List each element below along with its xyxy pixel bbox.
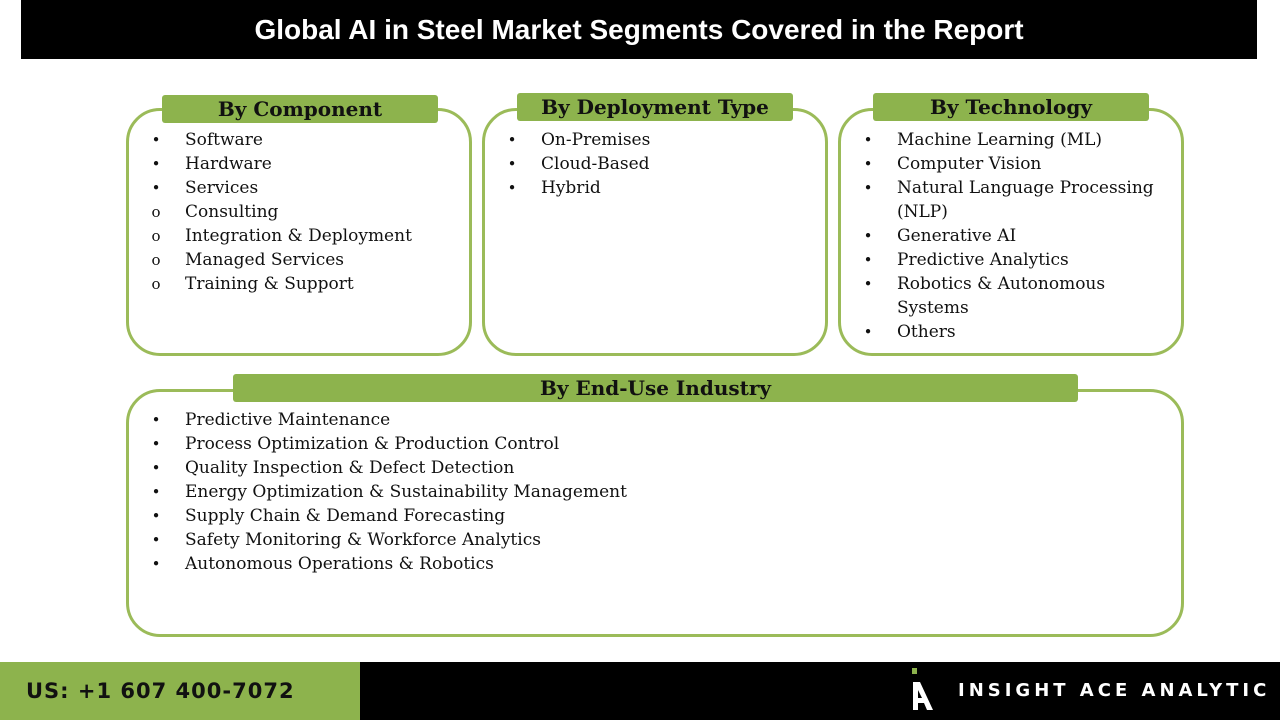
enduse-box — [126, 389, 1184, 637]
list-item-text: Autonomous Operations & Robotics — [185, 554, 494, 574]
component-heading: By Component — [162, 95, 438, 123]
list-item: • Hybrid — [505, 176, 815, 200]
list-item: • Quality Inspection & Defect Detection — [149, 456, 1049, 480]
technology-box — [838, 108, 1184, 356]
list-item-text: Safety Monitoring & Workforce Analytics — [185, 530, 541, 550]
insightace-logo-icon — [912, 668, 933, 710]
list-item-text: Hardware — [185, 154, 272, 174]
list-item: • Generative AI — [861, 224, 1161, 248]
list-item: • Software — [149, 128, 459, 152]
bullet-marker: • — [507, 155, 517, 173]
list-item-text: Predictive Analytics — [897, 250, 1069, 270]
footer-phone: US: +1 607 400-7072 — [0, 662, 360, 720]
list-item-text: Software — [185, 130, 263, 150]
list-item-text: Natural Language Processing (NLP) — [897, 178, 1154, 222]
list-item-text: Process Optimization & Production Contro… — [185, 434, 560, 454]
list-item: • Robotics & Autonomous Systems — [861, 272, 1161, 320]
list-item: • Cloud-Based — [505, 152, 815, 176]
bullet-marker: • — [151, 435, 161, 453]
list-item: • Autonomous Operations & Robotics — [149, 552, 1049, 576]
bullet-marker: o — [151, 275, 161, 293]
list-item-text: Robotics & Autonomous Systems — [897, 274, 1106, 318]
bullet-marker: • — [863, 323, 873, 341]
bullet-marker: • — [151, 179, 161, 197]
enduse-list: • Predictive Maintenance • Process Optimiza… — [149, 408, 1049, 576]
list-item-text: Training & Support — [185, 274, 354, 294]
list-item: • Predictive Maintenance — [149, 408, 1049, 432]
deployment-list: • On-Premises • Cloud-Based • Hybrid — [505, 128, 815, 200]
list-item-text: Computer Vision — [897, 154, 1042, 174]
list-item: • Energy Optimization & Sustainability Ma… — [149, 480, 1049, 504]
page-title: Global AI in Steel Market Segments Cover… — [21, 0, 1257, 59]
bullet-marker: o — [151, 203, 161, 221]
bullet-marker: o — [151, 251, 161, 269]
list-item-text: Managed Services — [185, 250, 345, 270]
list-item-text: Quality Inspection & Defect Detection — [185, 458, 515, 478]
list-item-text: Machine Learning (ML) — [897, 130, 1103, 150]
list-item-text: On-Premises — [541, 130, 651, 150]
list-item: o Managed Services — [149, 248, 459, 272]
list-item: o Training & Support — [149, 272, 459, 296]
brand-name: INSIGHT ACE ANALYTIC — [958, 680, 1271, 701]
list-item-text: Consulting — [185, 202, 279, 222]
list-item: o Integration & Deployment — [149, 224, 459, 248]
bullet-marker: • — [507, 179, 517, 197]
list-item: • Natural Language Processing (NLP) — [861, 176, 1161, 224]
list-item-text: Supply Chain & Demand Forecasting — [185, 506, 506, 526]
bullet-marker: o — [151, 227, 161, 245]
deployment-heading: By Deployment Type — [517, 93, 793, 121]
bullet-marker: • — [151, 483, 161, 501]
bullet-marker: • — [151, 459, 161, 477]
list-item-text: Integration & Deployment — [185, 226, 412, 246]
list-item-text: Energy Optimization & Sustainability Man… — [185, 482, 627, 502]
list-item: • Computer Vision — [861, 152, 1161, 176]
list-item: • Machine Learning (ML) — [861, 128, 1161, 152]
bullet-marker: • — [151, 155, 161, 173]
list-item: • Supply Chain & Demand Forecasting — [149, 504, 1049, 528]
bullet-marker: • — [507, 131, 517, 149]
list-item-text: Others — [897, 322, 956, 342]
list-item-text: Services — [185, 178, 259, 198]
list-item: • Process Optimization & Production Contr… — [149, 432, 1049, 456]
bullet-marker: • — [151, 411, 161, 429]
bullet-marker: • — [863, 227, 873, 245]
list-item-text: Generative AI — [897, 226, 1017, 246]
list-item-text: Cloud-Based — [541, 154, 650, 174]
component-box — [126, 108, 472, 356]
list-item: • Others — [861, 320, 1161, 344]
footer-brand-bar: INSIGHT ACE ANALYTIC — [360, 662, 1280, 720]
technology-list: • Machine Learning (ML) • Computer Vision • N… — [861, 128, 1161, 344]
list-item: • Predictive Analytics — [861, 248, 1161, 272]
bullet-marker: • — [151, 131, 161, 149]
bullet-marker: • — [863, 251, 873, 269]
technology-heading: By Technology — [873, 93, 1149, 121]
list-item-text: Predictive Maintenance — [185, 410, 391, 430]
bullet-marker: • — [151, 555, 161, 573]
list-item: • Hardware — [149, 152, 459, 176]
bullet-marker: • — [863, 155, 873, 173]
bullet-marker: • — [151, 507, 161, 525]
list-item-text: Hybrid — [541, 178, 601, 198]
deployment-box — [482, 108, 828, 356]
list-item: o Consulting — [149, 200, 459, 224]
bullet-marker: • — [863, 131, 873, 149]
bullet-marker: • — [151, 531, 161, 549]
list-item: • Services — [149, 176, 459, 200]
list-item: • Safety Monitoring & Workforce Analytics — [149, 528, 1049, 552]
list-item: • On-Premises — [505, 128, 815, 152]
bullet-marker: • — [863, 275, 873, 293]
bullet-marker: • — [863, 179, 873, 197]
enduse-heading: By End-Use Industry — [233, 374, 1078, 402]
